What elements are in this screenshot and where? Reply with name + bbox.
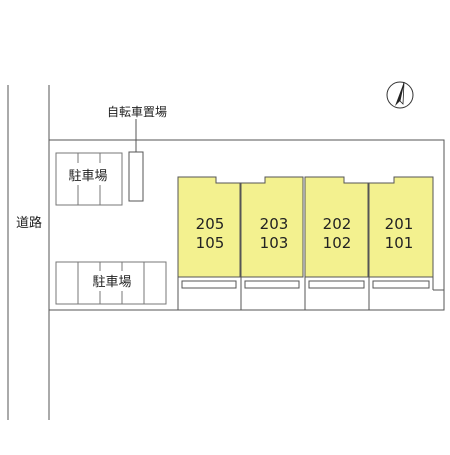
bicycle-parking: 自転車置場 xyxy=(107,105,167,202)
parking-lot-label: 駐車場 xyxy=(92,275,131,290)
bicycle-parking-label: 自転車置場 xyxy=(107,105,167,119)
unit-202-102: 202 102 xyxy=(304,176,369,278)
unit-upper-number: 205 xyxy=(196,215,225,233)
road-label: 道路 xyxy=(16,215,42,231)
unit-201-101: 201 101 xyxy=(368,176,434,278)
unit-lower-number: 103 xyxy=(260,234,289,252)
unit-203-103: 203 103 xyxy=(240,176,304,278)
unit-lower-number: 101 xyxy=(385,234,414,252)
unit-upper-number: 201 xyxy=(385,215,414,233)
unit-upper-number: 203 xyxy=(260,215,289,233)
parking-lot-label: 駐車場 xyxy=(68,169,107,184)
north-arrow-icon xyxy=(386,81,414,109)
parking-lot-upper: 駐車場 xyxy=(55,152,123,206)
site-boundary xyxy=(48,139,445,311)
unit-lower-number: 102 xyxy=(323,234,352,252)
unit-upper-number: 202 xyxy=(323,215,352,233)
unit-lower-number: 105 xyxy=(196,234,225,252)
balconies xyxy=(177,277,444,310)
parking-lot-lower: 駐車場 xyxy=(55,261,167,305)
unit-205-105: 205 105 xyxy=(177,176,241,278)
building: 205 105 203 103 202 102 201 101 xyxy=(177,176,434,278)
